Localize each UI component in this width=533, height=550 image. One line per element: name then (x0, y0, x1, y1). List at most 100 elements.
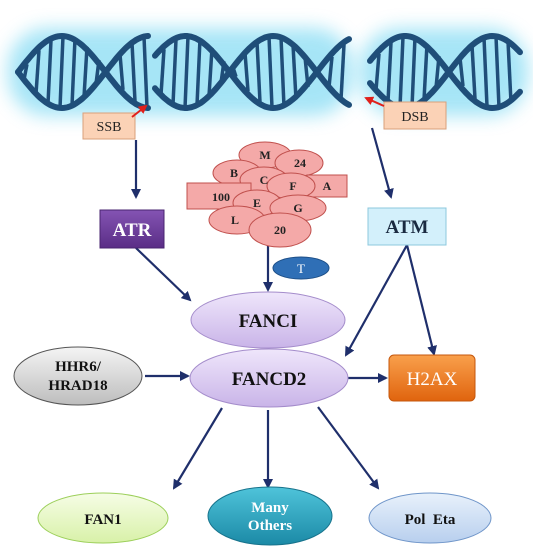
subunit-l-label: L (231, 213, 239, 227)
fanci-label: FANCI (239, 311, 298, 332)
dna-rung (255, 41, 262, 103)
dna-rung (494, 36, 501, 108)
dna-rung (398, 36, 405, 108)
fa-core-labels: M 24 B C F A 100 E G L 20 (212, 148, 332, 237)
atm-box (367, 207, 447, 246)
subunit-e-label: E (253, 196, 261, 210)
dsb-break: DSB (364, 96, 447, 130)
dna-rung (195, 38, 202, 106)
fancd2-label: FANCD2 (232, 369, 307, 390)
dna-rung (482, 37, 489, 107)
subunit-m-label: M (259, 148, 270, 162)
dsb-box (383, 101, 447, 130)
ssb-label: SSB (97, 120, 122, 135)
dna-rung (207, 47, 214, 97)
dna-rung (58, 36, 65, 108)
subunit-a-label: A (323, 179, 332, 193)
fa-core-complex (186, 141, 348, 248)
dna-rung (118, 53, 125, 91)
fan1-node: FAN1 (37, 492, 169, 544)
fancd2-ellipse (189, 348, 349, 408)
many-others-ellipse (207, 486, 333, 546)
dna-rung (327, 56, 334, 88)
dsb-label: DSB (401, 110, 428, 125)
atm-node: ATM (367, 207, 447, 246)
dna-strand (152, 33, 352, 112)
dna-rung (159, 49, 166, 95)
pol-eta-ellipse (368, 492, 492, 544)
t-ellipse (272, 256, 330, 280)
subunit-20-label: 20 (274, 223, 286, 237)
arrow-atr-to-fanci (135, 247, 192, 302)
fancd2-node: FANCD2 (189, 348, 349, 408)
dna-rung (46, 40, 53, 104)
fanci-ellipse (190, 291, 346, 349)
dna-strand (15, 32, 151, 111)
many-others-label-line2: Others (248, 518, 292, 534)
dna-rung (386, 42, 393, 102)
atr-label: ATR (113, 220, 152, 241)
dna-rung (243, 52, 250, 92)
dna-strand (15, 33, 151, 112)
dsb-red-arrow (364, 96, 385, 107)
dna-rung (70, 38, 77, 106)
atm-label: ATM (386, 217, 429, 238)
dna-rung (142, 36, 149, 108)
subunit-100-label: 100 (212, 190, 230, 204)
ssb-break: SSB (82, 104, 148, 140)
dna-rung (130, 42, 137, 102)
dna-rung (171, 39, 178, 105)
hhr6-label-line2: HRAD18 (48, 378, 107, 394)
h2ax-box (388, 354, 476, 402)
dna-helix (8, 28, 528, 116)
dna-rung (82, 46, 89, 98)
hhr6-node: HHR6/ HRAD18 (13, 346, 143, 406)
dna-rung (470, 45, 477, 99)
subunit-c-label: C (260, 173, 269, 187)
dna-rung (422, 44, 429, 100)
subunit-b-label: B (230, 166, 238, 180)
fan1-label: FAN1 (84, 512, 121, 528)
dna-rungs (22, 35, 513, 109)
dna-rung (279, 37, 286, 107)
arrow-fancd2-to-pol-eta (317, 406, 380, 490)
h2ax-node: H2AX (388, 354, 476, 402)
fan1-ellipse (37, 492, 169, 544)
dna-rung (410, 37, 417, 107)
hhr6-label-line1: HHR6/ (55, 359, 102, 375)
pol-eta-node: Pol Eta (368, 492, 492, 544)
pol-eta-label: Pol Eta (405, 512, 456, 528)
fanci-node: FANCI (190, 291, 346, 349)
arrow-atm-to-fancd2 (345, 244, 408, 357)
atr-node: ATR (99, 209, 165, 249)
t-node: T (272, 256, 330, 280)
many-others-node: Many Others (207, 486, 333, 546)
atr-box (99, 209, 165, 249)
dna-rung (506, 41, 513, 103)
subunit-f-label: F (289, 179, 296, 193)
dna-rung (267, 36, 274, 108)
dna-rung (458, 57, 465, 87)
subunit-g-label: G (293, 201, 302, 215)
dna-strands (15, 32, 523, 112)
dna-rung (34, 50, 41, 94)
arrow-fancd2-to-fan1 (172, 407, 223, 490)
dna-rung (183, 35, 190, 109)
t-label: T (297, 261, 305, 276)
ssb-red-arrow (131, 104, 148, 118)
dna-rung (339, 44, 346, 100)
dna-glow-left (8, 28, 353, 116)
dna-rung (291, 44, 298, 100)
subunit-24-label: 24 (294, 156, 306, 170)
arrow-dsb-to-atm (370, 127, 394, 199)
pathway-arrows (131, 127, 437, 490)
arrow-atm-to-h2ax (405, 244, 437, 356)
ssb-box (82, 112, 136, 140)
dna-strand (367, 33, 523, 112)
subunit-20 (248, 212, 312, 248)
h2ax-label: H2AX (407, 369, 458, 390)
many-others-label-line1: Many (251, 500, 289, 516)
hhr6-ellipse (13, 346, 143, 406)
